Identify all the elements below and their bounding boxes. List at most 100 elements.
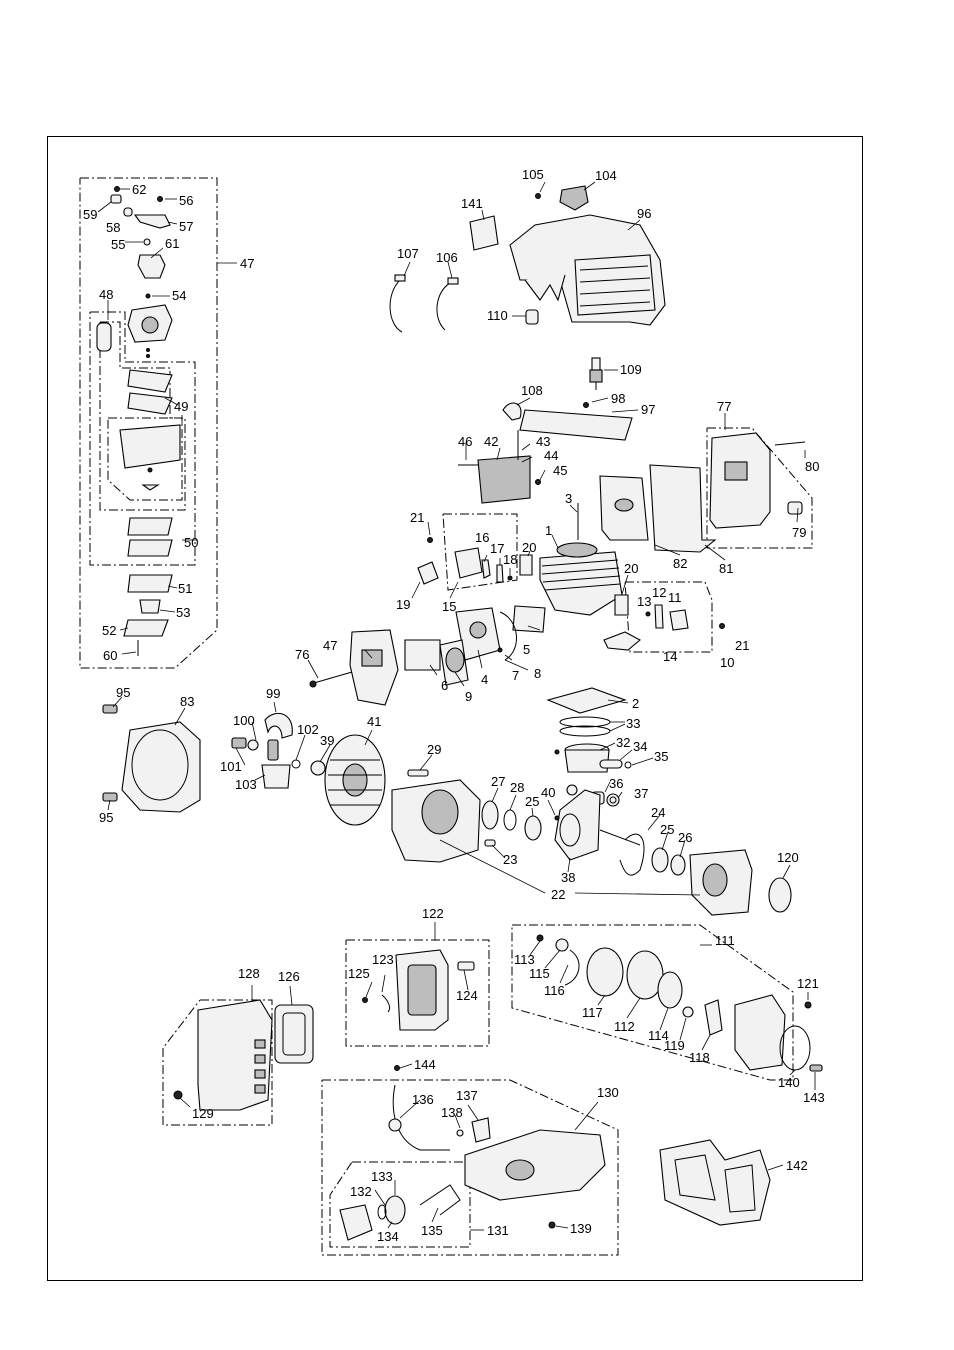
label-115: 115: [529, 966, 550, 981]
label-3: 3: [565, 491, 572, 506]
label-95a: 95: [116, 685, 130, 700]
label-123: 123: [372, 952, 394, 967]
label-53: 53: [176, 605, 190, 620]
label-39: 39: [320, 733, 334, 748]
parts-10-group: [603, 604, 725, 651]
label-8: 8: [534, 666, 541, 681]
label-133: 133: [371, 1169, 393, 1184]
group-130-box: [321, 1079, 619, 1256]
label-50: 50: [184, 535, 198, 550]
flywheel-41: [310, 734, 386, 826]
group-50-box: [107, 417, 183, 501]
label-101: 101: [220, 759, 242, 774]
group-49-box: [99, 321, 186, 511]
label-9: 9: [465, 689, 472, 704]
label-118: 118: [689, 1050, 710, 1065]
label-126: 126: [278, 969, 300, 984]
label-144: 144: [414, 1057, 436, 1072]
label-81: 81: [719, 561, 733, 576]
label-29: 29: [427, 742, 441, 757]
label-54: 54: [172, 288, 186, 303]
label-114: 114: [648, 1028, 669, 1043]
label-37: 37: [634, 786, 648, 801]
label-46: 46: [458, 434, 472, 449]
air-filter-128: [173, 999, 314, 1111]
muffler-77: [709, 432, 806, 529]
label-13: 13: [637, 594, 651, 609]
label-33: 33: [626, 716, 640, 731]
group-77-box: [706, 427, 813, 549]
label-135: 135: [421, 1223, 443, 1238]
label-111: 111: [715, 933, 735, 948]
label-51: 51: [178, 581, 192, 596]
label-99: 99: [266, 686, 280, 701]
label-100: 100: [233, 713, 255, 728]
label-79: 79: [792, 525, 806, 540]
label-sticker-141: [469, 215, 499, 251]
label-59: 59: [83, 207, 97, 222]
fan-cover-83: [102, 704, 201, 813]
label-108: 108: [521, 383, 543, 398]
label-10: 10: [720, 655, 734, 670]
label-7: 7: [512, 668, 519, 683]
group-111-box: [511, 924, 794, 1081]
label-106: 106: [436, 250, 458, 265]
piston-parts: [546, 687, 632, 807]
label-141: 141: [461, 196, 483, 211]
label-34: 34: [633, 739, 647, 754]
label-104: 104: [595, 168, 617, 183]
label-113: 113: [514, 952, 535, 967]
clutch-parts-99-103: [231, 712, 301, 789]
label-25a: 25: [525, 794, 539, 809]
fan-housing-96: [509, 185, 666, 326]
label-1: 1: [545, 523, 552, 538]
label-44: 44: [544, 448, 558, 463]
fuel-system-130: [339, 1065, 606, 1241]
label-109: 109: [620, 362, 642, 377]
carburetor-parts-column: [96, 186, 181, 656]
group-122-box: [345, 939, 490, 1047]
label-102: 102: [297, 722, 319, 737]
label-15: 15: [442, 599, 456, 614]
label-43: 43: [536, 434, 550, 449]
label-140: 140: [778, 1075, 800, 1090]
label-143: 143: [803, 1090, 825, 1105]
label-61: 61: [165, 236, 179, 251]
label-125: 125: [348, 966, 370, 981]
label-131: 131: [487, 1223, 509, 1238]
label-24: 24: [651, 805, 665, 820]
label-27: 27: [491, 774, 505, 789]
label-76: 76: [295, 647, 309, 662]
label-130: 130: [597, 1085, 619, 1100]
label-22: 22: [551, 887, 565, 902]
label-128: 128: [238, 966, 260, 981]
group-48-box: [89, 311, 196, 566]
label-138: 138: [441, 1105, 463, 1120]
label-2: 2: [632, 696, 639, 711]
leader-lines: [97, 181, 816, 1231]
label-40: 40: [541, 785, 555, 800]
label-134: 134: [377, 1229, 399, 1244]
label-107: 107: [397, 246, 419, 261]
label-23: 23: [503, 852, 517, 867]
label-20b: 20: [624, 561, 638, 576]
label-95b: 95: [99, 810, 113, 825]
label-82: 82: [673, 556, 687, 571]
part-labels: 1 2 3 4 5 6 7 8 9 10 11 12 13 14 15 16 1…: [83, 167, 825, 1244]
label-11: 11: [668, 590, 682, 605]
label-12: 12: [652, 585, 666, 600]
label-36: 36: [609, 776, 623, 791]
label-38: 38: [561, 870, 575, 885]
label-21a: 21: [410, 510, 424, 525]
label-58: 58: [106, 220, 120, 235]
label-116: 116: [544, 983, 565, 998]
label-57: 57: [179, 219, 193, 234]
label-124: 124: [456, 988, 478, 1003]
label-4: 4: [481, 672, 488, 687]
label-103: 103: [235, 777, 257, 792]
intake-parts: [309, 605, 546, 706]
label-16: 16: [475, 530, 489, 545]
label-137: 137: [456, 1088, 478, 1103]
label-120: 120: [777, 850, 799, 865]
label-117: 117: [582, 1005, 603, 1020]
